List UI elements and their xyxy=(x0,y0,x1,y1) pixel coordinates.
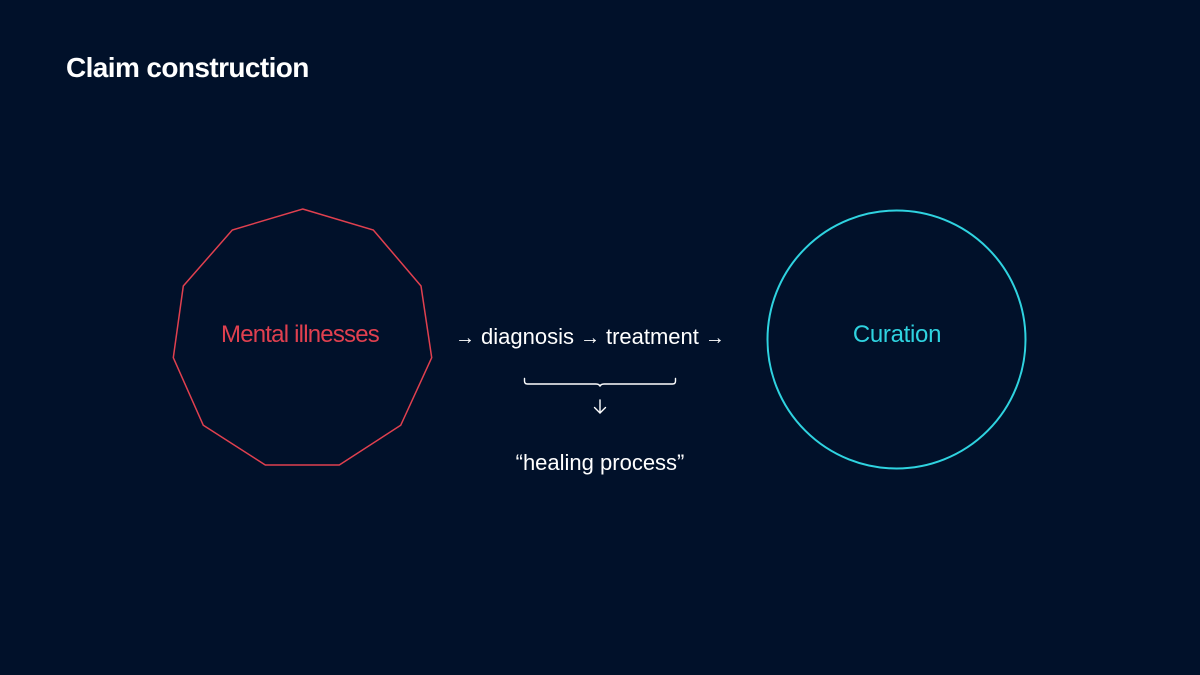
right-arrow-icon: → xyxy=(455,327,475,349)
circle-shape xyxy=(766,209,1027,470)
brace-icon xyxy=(523,377,677,387)
healing-process-label: “healing process” xyxy=(515,450,685,475)
flow-step-diagnosis: diagnosis xyxy=(481,324,574,349)
process-flow: → diagnosis → treatment → xyxy=(455,324,725,350)
right-arrow-icon: → xyxy=(704,327,725,349)
curation-label: Curation xyxy=(852,321,942,348)
down-arrow-icon xyxy=(593,399,607,414)
hendecagon-shape xyxy=(172,208,433,466)
slide-title: Claim construction xyxy=(66,52,309,83)
mental-illnesses-label: Mental illnesses xyxy=(221,321,380,348)
right-arrow-icon: → xyxy=(579,327,600,349)
flow-step-treatment: treatment xyxy=(605,324,699,349)
